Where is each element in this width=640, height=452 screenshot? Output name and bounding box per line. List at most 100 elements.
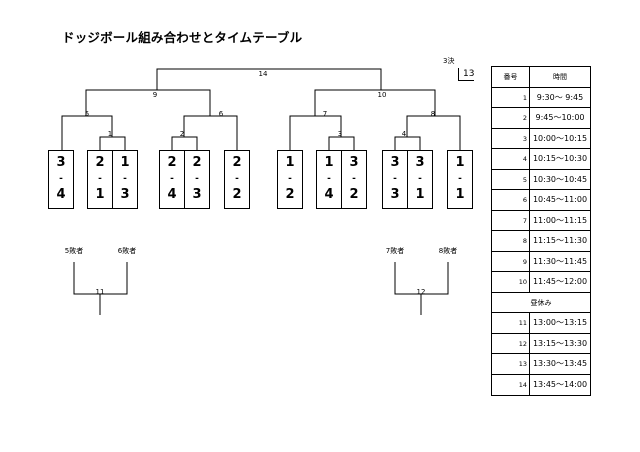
match-number: 6 — [492, 190, 530, 210]
team-number-top: 2 — [95, 155, 105, 170]
match-time: 11:45〜12:00 — [532, 277, 588, 286]
team-separator: - — [235, 174, 239, 184]
team-number-bottom: 4 — [167, 187, 177, 202]
team-separator: - — [418, 174, 422, 184]
match-number: 3 — [492, 128, 530, 148]
third-place-bracket — [458, 68, 474, 81]
schedule-row: 4 10:15〜10:30 — [492, 149, 590, 170]
team-number-bottom: 2 — [232, 187, 242, 202]
match-label-7: 7 — [322, 110, 328, 118]
loser-label-5: 5敗者 — [64, 247, 84, 255]
team-number-bottom: 3 — [192, 187, 202, 202]
team-number-top: 3 — [415, 155, 425, 170]
schedule-row: 5 10:30〜10:45 — [492, 169, 590, 190]
loser-label-8: 8敗者 — [438, 247, 458, 255]
team-separator: - — [98, 174, 102, 184]
team-box: 2 - 2 — [224, 150, 250, 209]
match-number: 1 — [492, 87, 530, 107]
schedule-row: 7 11:00〜11:15 — [492, 210, 590, 231]
team-box: 1 - 3 — [112, 150, 138, 209]
bracket-line-1 — [99, 127, 126, 150]
team-number-top: 1 — [285, 155, 295, 170]
schedule-table: 番号 時間 1 9:30〜 9:45 2 9:45〜10:00 3 10:00〜… — [491, 66, 591, 396]
page-title: ドッジボール組み合わせとタイムテーブル — [62, 30, 303, 45]
bracket-line-7 — [289, 115, 342, 150]
team-number-bottom: 3 — [120, 187, 130, 202]
team-separator: - — [288, 174, 292, 184]
match-number: 2 — [492, 108, 530, 128]
team-box: 2 - 4 — [159, 150, 185, 209]
team-number-bottom: 4 — [56, 187, 66, 202]
match-label-9: 9 — [152, 91, 158, 99]
bracket-line-final — [156, 68, 382, 90]
match-time: 13:30〜13:45 — [532, 359, 588, 368]
team-number-top: 1 — [120, 155, 130, 170]
bracket-line-10 — [314, 89, 436, 116]
team-number-top: 1 — [455, 155, 465, 170]
team-number-top: 2 — [232, 155, 242, 170]
team-box: 1 - 2 — [277, 150, 303, 209]
schedule-row: 6 10:45〜11:00 — [492, 190, 590, 211]
schedule-row: 2 9:45〜10:00 — [492, 108, 590, 129]
team-number-top: 3 — [56, 155, 66, 170]
match-time: 13:00〜13:15 — [532, 318, 588, 327]
team-number-top: 3 — [390, 155, 400, 170]
match-label-6: 6 — [218, 110, 224, 118]
schedule-row: 8 11:15〜11:30 — [492, 231, 590, 252]
match-time: 10:45〜11:00 — [532, 195, 588, 204]
match-time: 9:45〜10:00 — [535, 113, 585, 122]
match-label-12: 12 — [416, 288, 426, 296]
match-time: 11:00〜11:15 — [532, 215, 588, 225]
schedule-row: 13 13:30〜13:45 — [492, 354, 590, 375]
match-label-8: 8 — [430, 110, 436, 118]
team-box: 2 - 3 — [184, 150, 210, 209]
match-label-14: 14 — [258, 70, 268, 78]
third-place-label: 3決 — [443, 57, 455, 65]
match-label-10: 10 — [377, 91, 387, 99]
match-number: 12 — [492, 333, 530, 353]
schedule-row: 14 13:45〜14:00 — [492, 374, 590, 395]
match-time: 13:45〜14:00 — [532, 379, 588, 389]
match-number: 5 — [492, 169, 530, 189]
team-box: 3 - 4 — [48, 150, 74, 209]
team-separator: - — [327, 174, 331, 184]
team-separator: - — [393, 174, 397, 184]
lunch-label: 昼休み — [530, 298, 552, 307]
team-number-bottom: 2 — [285, 187, 295, 202]
match-time: 11:15〜11:30 — [532, 236, 588, 245]
loser-label-6: 6敗者 — [117, 247, 137, 255]
schedule-row: 3 10:00〜10:15 — [492, 128, 590, 149]
team-separator: - — [170, 174, 174, 184]
match-time: 10:15〜10:30 — [532, 154, 588, 163]
header-number: 番号 — [492, 67, 530, 87]
match-number: 4 — [492, 149, 530, 169]
match-number: 9 — [492, 251, 530, 271]
team-number-bottom: 2 — [349, 187, 359, 202]
match-label-2: 2 — [179, 130, 185, 138]
schedule-row: 12 13:15〜13:30 — [492, 333, 590, 354]
team-box: 1 - 1 — [447, 150, 473, 209]
team-number-bottom: 1 — [455, 187, 465, 202]
team-box: 3 - 3 — [382, 150, 408, 209]
team-separator: - — [458, 174, 462, 184]
match-time: 9:30〜 9:45 — [536, 92, 584, 102]
team-number-bottom: 4 — [324, 187, 334, 202]
match-time: 10:00〜10:15 — [532, 133, 588, 143]
header-time: 時間 — [553, 73, 567, 81]
team-separator: - — [195, 174, 199, 184]
team-box: 3 - 1 — [407, 150, 433, 209]
team-separator: - — [352, 174, 356, 184]
bracket-line-2 — [171, 127, 198, 150]
match-number: 13 — [492, 354, 530, 374]
match-time: 11:30〜11:45 — [532, 256, 588, 266]
bracket-line-3 — [328, 127, 355, 150]
team-number-top: 3 — [349, 155, 359, 170]
schedule-header: 番号 時間 — [492, 67, 590, 88]
team-number-top: 2 — [192, 155, 202, 170]
match-number: 7 — [492, 210, 530, 230]
team-box: 3 - 2 — [341, 150, 367, 209]
team-separator: - — [123, 174, 127, 184]
match-label-11: 11 — [95, 288, 105, 296]
team-number-bottom: 1 — [95, 187, 105, 202]
